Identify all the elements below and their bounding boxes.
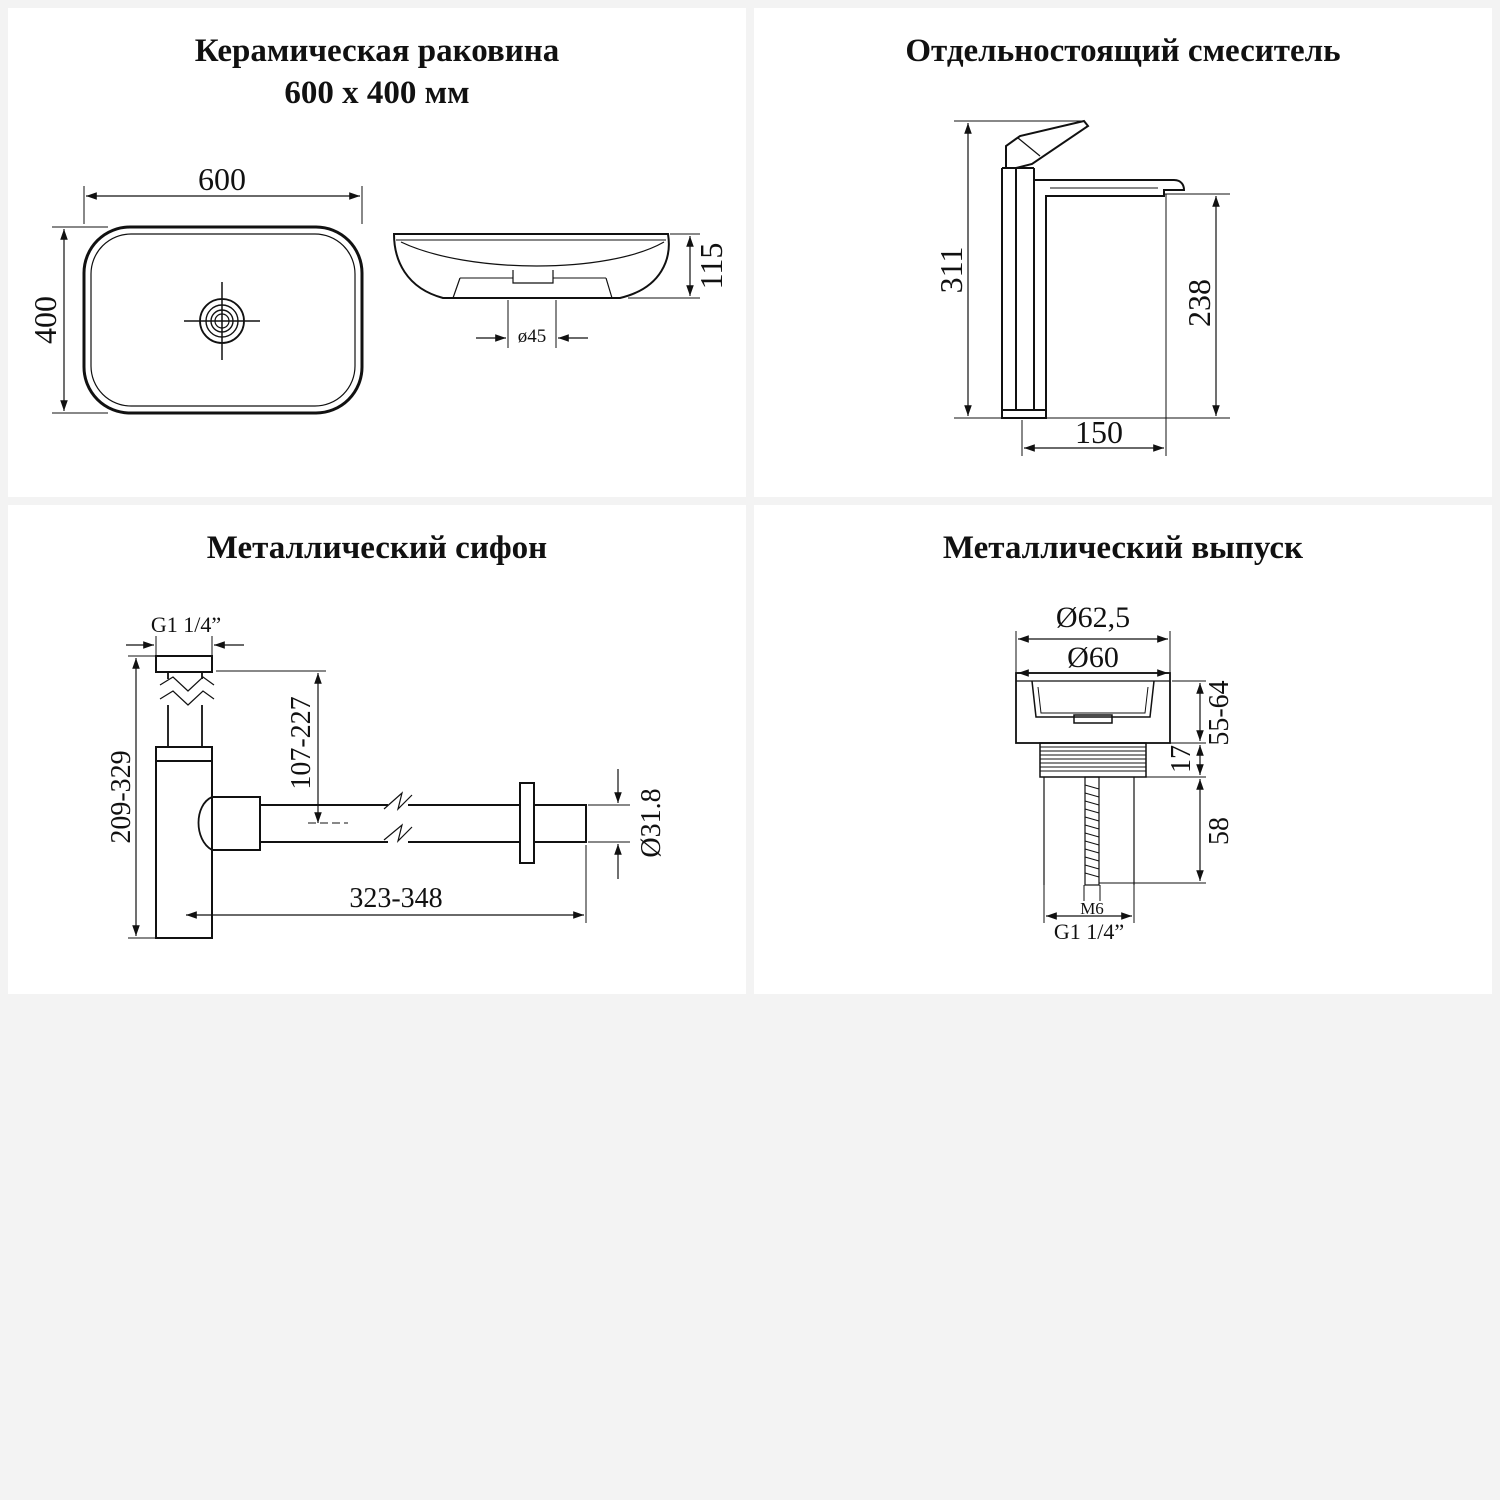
drain-thread-dimension: G1 1/4”: [1043, 885, 1135, 944]
drain-range-dimension: 55-64: [1146, 680, 1235, 746]
sink-drain-dimension: ø45: [476, 300, 588, 348]
panel-drain: Металлический выпуск Ø62,5 Ø60: [754, 505, 1492, 994]
faucet-reach-dimension: 150: [1021, 194, 1167, 456]
drain-58-label: 58: [1204, 817, 1235, 845]
panel-ceramic-sink: Керамическая раковина 600 x 400 мм 600 4…: [8, 8, 746, 497]
siphon-offset-label: 107-227: [286, 696, 317, 789]
sink-width-dimension: 600: [83, 161, 363, 224]
sink-title-line2: 600 x 400 мм: [284, 75, 470, 111]
siphon-diameter-label: Ø31.8: [636, 788, 667, 857]
panel-title-siphon: Металлический сифон: [206, 530, 548, 566]
sink-height-dimension: 400: [27, 226, 108, 414]
drain-outer-diameter-label: Ø62,5: [1056, 601, 1130, 634]
sink-height-label: 400: [27, 296, 63, 344]
drain-17-dimension: 17: [1146, 745, 1206, 778]
drain-range-label: 55-64: [1204, 680, 1235, 745]
faucet-body: [1001, 119, 1186, 419]
siphon-thread-dimension: G1 1/4”: [126, 612, 244, 655]
drain-m6-label: M6: [1080, 899, 1104, 918]
drain-drawing: Ø62,5 Ø60 55-64 17 58 M6: [1015, 601, 1235, 944]
panel-title-sink: Керамическая раковина 600 x 400 мм: [8, 30, 746, 114]
faucet-drawing: 311 238 150: [933, 119, 1230, 456]
sink-side-view: [392, 233, 670, 299]
sink-depth-label: 115: [693, 243, 729, 290]
siphon-length-label: 323-348: [349, 883, 442, 914]
siphon-thread-label: G1 1/4”: [151, 612, 221, 637]
siphon-height-label: 209-329: [106, 750, 137, 843]
sink-width-label: 600: [198, 161, 246, 197]
drain-body: [1015, 672, 1171, 886]
siphon-length-dimension: 323-348: [186, 845, 587, 923]
siphon-diameter-dimension: Ø31.8: [588, 769, 667, 879]
sink-title-line1: Керамическая раковина: [194, 33, 560, 69]
drain-thread-label: G1 1/4”: [1054, 919, 1124, 944]
sink-drawing: 600 400 115 ø45: [27, 161, 729, 415]
faucet-height-label: 311: [933, 247, 969, 294]
drain-inner-diameter-dimension: Ø60: [1018, 641, 1168, 677]
faucet-reach-label: 150: [1075, 414, 1123, 450]
faucet-spout-label: 238: [1181, 279, 1217, 327]
sink-depth-dimension: 115: [628, 233, 729, 299]
drain-58-dimension: 58: [1099, 779, 1235, 884]
panel-siphon: Металлический сифон G1 1/4”: [8, 505, 746, 994]
siphon-height-dimension: 209-329: [106, 655, 156, 939]
drain-outer-diameter-dimension: Ø62,5: [1015, 601, 1171, 673]
panel-faucet: Отдельностоящий смеситель 311 238: [754, 8, 1492, 497]
siphon-drawing: G1 1/4” 209-329 107-227 323-348 Ø31.8: [106, 612, 667, 939]
faucet-spout-dimension: 238: [1046, 193, 1230, 419]
sink-top-view: [82, 225, 364, 415]
panel-title-faucet: Отдельностоящий смеситель: [905, 33, 1341, 69]
siphon-offset-dimension: 107-227: [216, 670, 348, 824]
sink-drain-label: ø45: [518, 326, 547, 347]
siphon-body: [155, 655, 587, 939]
faucet-height-dimension: 311: [933, 120, 1084, 419]
drain-m6-dimension: M6: [1080, 885, 1104, 918]
drain-inner-diameter-label: Ø60: [1067, 641, 1119, 674]
drain-17-label: 17: [1166, 745, 1197, 773]
panel-title-drain: Металлический выпуск: [942, 530, 1304, 566]
